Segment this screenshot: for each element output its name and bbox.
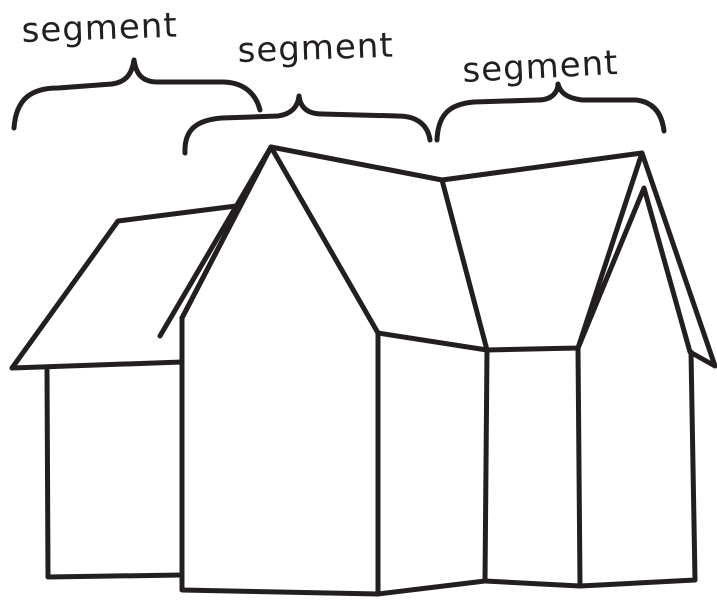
segment-label-right: segment: [461, 43, 619, 91]
segment-label-middle: segment: [237, 26, 394, 71]
middle-segment-house: [157, 144, 490, 597]
brace-middle: [182, 93, 433, 156]
brace-right: [434, 81, 667, 143]
left-segment-house: [9, 203, 239, 580]
brace-left: [11, 57, 263, 131]
right-segment-house: [439, 150, 717, 589]
segment-label-left: segment: [21, 6, 178, 51]
